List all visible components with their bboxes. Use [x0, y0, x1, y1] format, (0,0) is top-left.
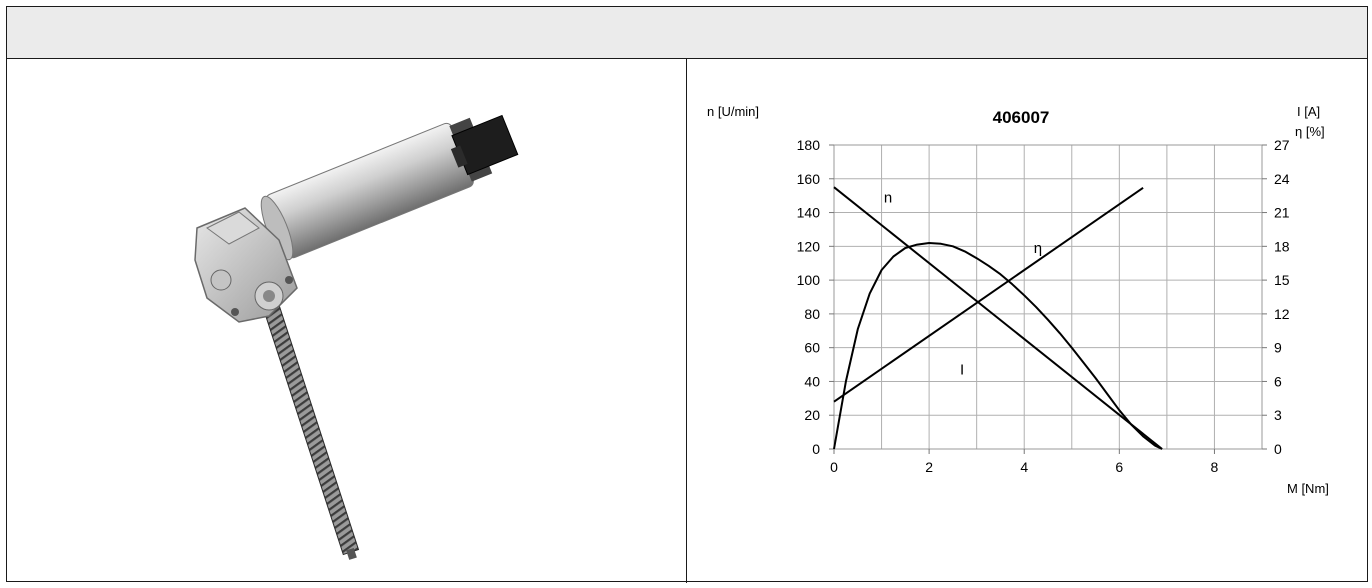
header-band [7, 7, 1367, 59]
y-right-tick-label: 9 [1274, 340, 1282, 356]
y-right-tick-label: 27 [1274, 137, 1290, 153]
curve-label: n [884, 189, 892, 206]
series-line-current [833, 186, 1144, 403]
x-axis-label: M [Nm] [1287, 481, 1329, 496]
panel-divider [686, 59, 687, 583]
y-right-tick-label: 15 [1274, 272, 1290, 288]
lead-screw [260, 296, 360, 560]
y-right-axis-label-current: I [A] [1297, 104, 1320, 119]
y-right-tick-label: 21 [1274, 205, 1290, 221]
y-right-tick-label: 6 [1274, 373, 1282, 389]
y-left-tick-label: 40 [804, 373, 820, 389]
y-left-tick-label: 120 [797, 238, 821, 254]
x-tick-label: 2 [925, 459, 933, 475]
y-left-tick-label: 100 [797, 272, 821, 288]
y-right-tick-label: 3 [1274, 407, 1282, 423]
y-left-tick-label: 60 [804, 340, 820, 356]
product-photo-panel [7, 60, 686, 583]
x-tick-label: 4 [1020, 459, 1028, 475]
y-right-tick-label: 18 [1274, 238, 1290, 254]
y-left-tick-label: 80 [804, 306, 820, 322]
y-right-tick-label: 0 [1274, 441, 1282, 457]
plot-frame [833, 144, 1263, 450]
chart-title: 406007 [993, 108, 1050, 127]
series-layer [833, 186, 1163, 450]
y-left-tick-label: 20 [804, 407, 820, 423]
curve-labels: n ηI [884, 189, 1042, 378]
axis-ticks: 0204060801001201401601800369121518212427… [797, 137, 1290, 475]
curve-label: I [960, 362, 964, 379]
y-right-tick-label: 24 [1274, 171, 1290, 187]
y-right-tick-label: 12 [1274, 306, 1290, 322]
connector [450, 114, 519, 176]
y-left-axis-label: n [U/min] [707, 104, 759, 119]
product-photo [194, 114, 519, 560]
y-left-tick-label: 140 [797, 205, 821, 221]
y-left-tick-label: 180 [797, 137, 821, 153]
y-left-tick-label: 0 [812, 441, 820, 457]
chart-grid [834, 145, 1262, 449]
gearbox-housing [194, 207, 298, 323]
y-right-axis-label-efficiency: η [%] [1295, 124, 1325, 139]
x-tick-label: 6 [1115, 459, 1123, 475]
curve-label: η [1034, 240, 1042, 257]
x-tick-label: 0 [830, 459, 838, 475]
x-tick-label: 8 [1211, 459, 1219, 475]
performance-chart: 0204060801001201401601800369121518212427… [707, 104, 1329, 496]
series-line-speed [833, 186, 1163, 450]
series-line-efficiency [833, 242, 1163, 450]
y-left-tick-label: 160 [797, 171, 821, 187]
